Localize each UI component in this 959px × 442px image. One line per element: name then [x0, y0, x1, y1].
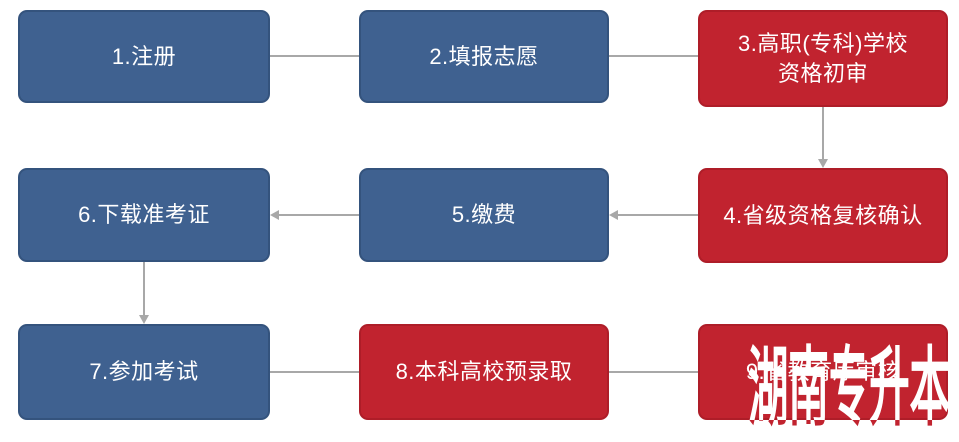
step-6-box: 6.下载准考证	[18, 168, 270, 262]
step-2-box: 2.填报志愿	[359, 10, 609, 103]
step-9-box: 9.省教育厅审核	[698, 324, 948, 420]
step-4-label: 4.省级资格复核确认	[723, 202, 923, 228]
arrowhead-down-icon	[139, 315, 149, 324]
step-1-box: 1.注册	[18, 10, 270, 103]
step-2-label: 2.填报志愿	[429, 43, 539, 69]
arrow-step4-to-step5	[609, 210, 698, 220]
arrowhead-down-icon	[818, 159, 828, 168]
step-9-label: 9.省教育厅审核	[745, 359, 901, 385]
step-5-label: 5.缴费	[451, 202, 517, 228]
step-5-box: 5.缴费	[359, 168, 609, 262]
arrow-step2-to-step3	[609, 51, 707, 61]
arrowhead-left-icon	[609, 210, 618, 220]
arrow-step3-to-step4	[818, 107, 828, 168]
arrow-step1-to-step2	[270, 51, 368, 61]
step-1-label: 1.注册	[111, 43, 177, 69]
step-4-box: 4.省级资格复核确认	[698, 168, 948, 263]
arrow-step7-to-step8	[270, 367, 368, 377]
step-3-label: 3.高职(专科)学校 资格初审	[737, 31, 908, 86]
arrowhead-left-icon	[270, 210, 279, 220]
arrow-step6-to-step7	[139, 262, 149, 324]
step-3-box: 3.高职(专科)学校 资格初审	[698, 10, 948, 107]
step-6-label: 6.下载准考证	[78, 202, 210, 228]
step-7-label: 7.参加考试	[89, 359, 199, 385]
step-7-box: 7.参加考试	[18, 324, 270, 420]
arrow-step8-to-step9	[609, 367, 707, 377]
arrow-step5-to-step6	[270, 210, 359, 220]
step-8-box: 8.本科高校预录取	[359, 324, 609, 420]
step-8-label: 8.本科高校预录取	[395, 359, 573, 385]
